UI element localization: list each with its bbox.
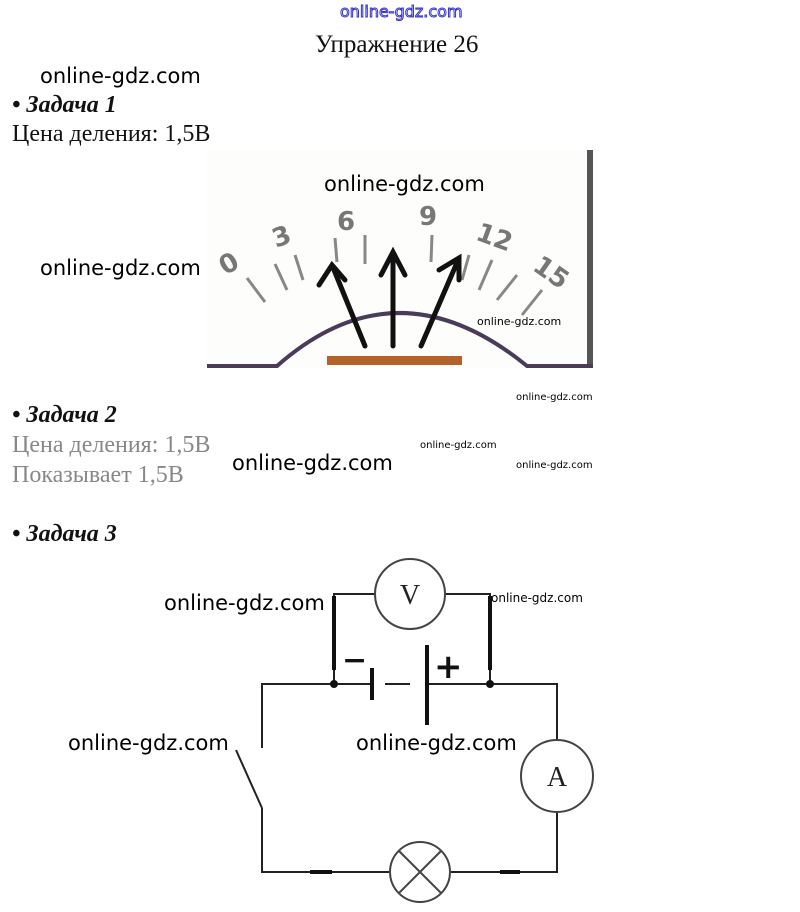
watermark: online-gdz.com [324, 172, 485, 196]
task2-division-value: Цена деления: 1,5В [12, 432, 211, 458]
voltmeter-scale-image: 0 3 6 9 12 15 [207, 150, 593, 368]
battery-minus-sign: − [342, 643, 367, 678]
watermark: online-gdz.com [68, 731, 229, 755]
task2-heading: • Задача 2 [12, 402, 117, 428]
battery-plus-sign: + [434, 647, 463, 687]
task1-division-value: Цена деления: 1,5В [12, 121, 211, 147]
watermark: online-gdz.com [356, 731, 517, 755]
voltmeter-label: V [400, 580, 420, 611]
task1-heading: • Задача 1 [12, 92, 117, 118]
watermark: online-gdz.com [420, 440, 497, 451]
watermark: online-gdz.com [164, 591, 325, 615]
ammeter-symbol [520, 739, 594, 813]
task3-heading: • Задача 3 [12, 521, 117, 547]
lamp-symbol [389, 841, 451, 903]
watermark: online-gdz.com [516, 392, 593, 403]
watermark: online-gdz.com [477, 315, 562, 328]
watermark: online-gdz.com [40, 64, 201, 88]
watermark: online-gdz.com [491, 591, 583, 605]
watermark: online-gdz.com [516, 460, 593, 471]
page-title: Упражнение 26 [315, 31, 479, 58]
watermark-top[interactable]: online-gdz.com [340, 2, 464, 22]
task2-reading: Показывает 1,5В [12, 462, 184, 488]
scale-label: 9 [419, 202, 437, 232]
watermark: online-gdz.com [40, 256, 201, 280]
voltmeter-symbol [374, 558, 446, 630]
circuit-diagram: V A − + [235, 558, 594, 903]
ammeter-label: A [547, 762, 568, 793]
watermark: online-gdz.com [232, 451, 393, 475]
scale-label: 6 [337, 207, 355, 237]
